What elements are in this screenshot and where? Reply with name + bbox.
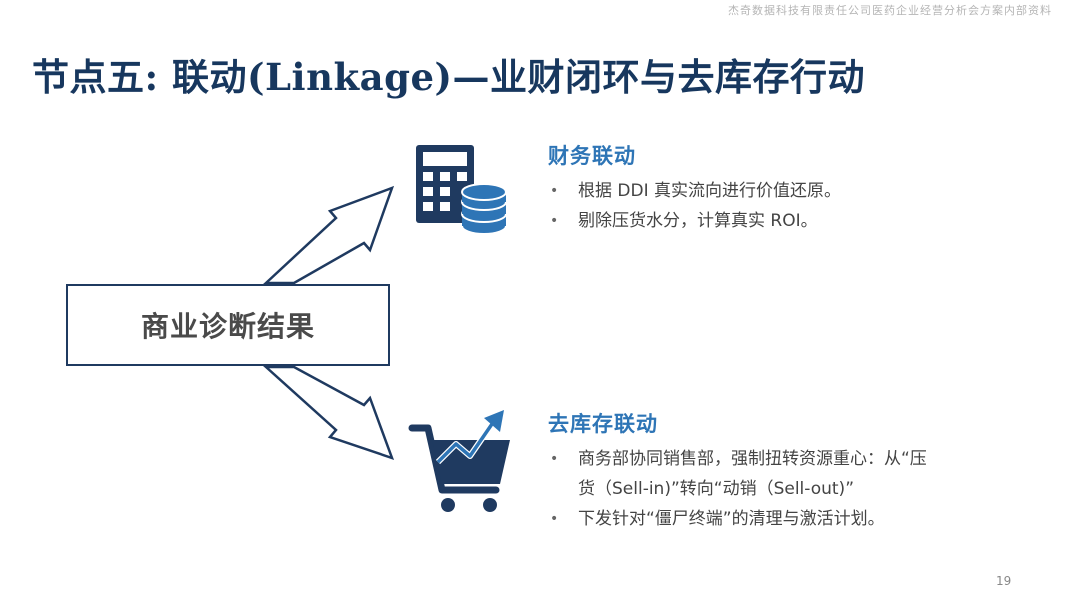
bullet-text: 剔除压货水分，计算真实 ROI。 bbox=[578, 211, 818, 231]
finance-linkage-heading: 财务联动 bbox=[548, 144, 636, 168]
list-item-continuation: 货（Sell-in)”转向“动销（Sell-out)” bbox=[548, 474, 927, 504]
inventory-bullet-list: •商务部协同销售部，强制扭转资源重心：从“压 货（Sell-in)”转向“动销（… bbox=[548, 444, 927, 534]
list-item: •商务部协同销售部，强制扭转资源重心：从“压 bbox=[550, 449, 927, 469]
watermark-text: 杰奇数据科技有限责任公司医药企业经营分析会方案内部资料 bbox=[728, 4, 1052, 17]
finance-bullet-list: •根据 DDI 真实流向进行价值还原。 •剔除压货水分，计算真实 ROI。 bbox=[548, 176, 841, 236]
page-number: 19 bbox=[996, 574, 1012, 588]
finance-linkage-section: 财务联动 •根据 DDI 真实流向进行价值还原。 •剔除压货水分，计算真实 RO… bbox=[548, 140, 841, 236]
bullet-text: 下发针对“僵尸终端”的清理与激活计划。 bbox=[578, 509, 885, 529]
inventory-linkage-heading: 去库存联动 bbox=[548, 412, 658, 436]
list-item: •根据 DDI 真实流向进行价值还原。 bbox=[550, 181, 842, 201]
list-item: •剔除压货水分，计算真实 ROI。 bbox=[550, 211, 818, 231]
arrow-down-right bbox=[262, 365, 395, 461]
page-title: 节点五: 联动(Linkage)—业财闭环与去库存行动 bbox=[32, 55, 866, 99]
diagnosis-result-box: 商业诊断结果 bbox=[66, 284, 390, 366]
diagnosis-result-label: 商业诊断结果 bbox=[140, 310, 315, 343]
bullet-text: 货（Sell-in)”转向“动销（Sell-out)” bbox=[578, 479, 855, 499]
bullet-text: 商务部协同销售部，强制扭转资源重心：从“压 bbox=[578, 449, 927, 469]
bullet-text: 根据 DDI 真实流向进行价值还原。 bbox=[578, 181, 842, 201]
calculator-coins-icon bbox=[416, 145, 507, 235]
shopping-cart-trend-icon bbox=[408, 410, 510, 512]
inventory-linkage-section: 去库存联动 •商务部协同销售部，强制扭转资源重心：从“压 货（Sell-in)”… bbox=[548, 408, 927, 534]
arrow-up-right bbox=[262, 185, 395, 285]
list-item: •下发针对“僵尸终端”的清理与激活计划。 bbox=[550, 509, 885, 529]
